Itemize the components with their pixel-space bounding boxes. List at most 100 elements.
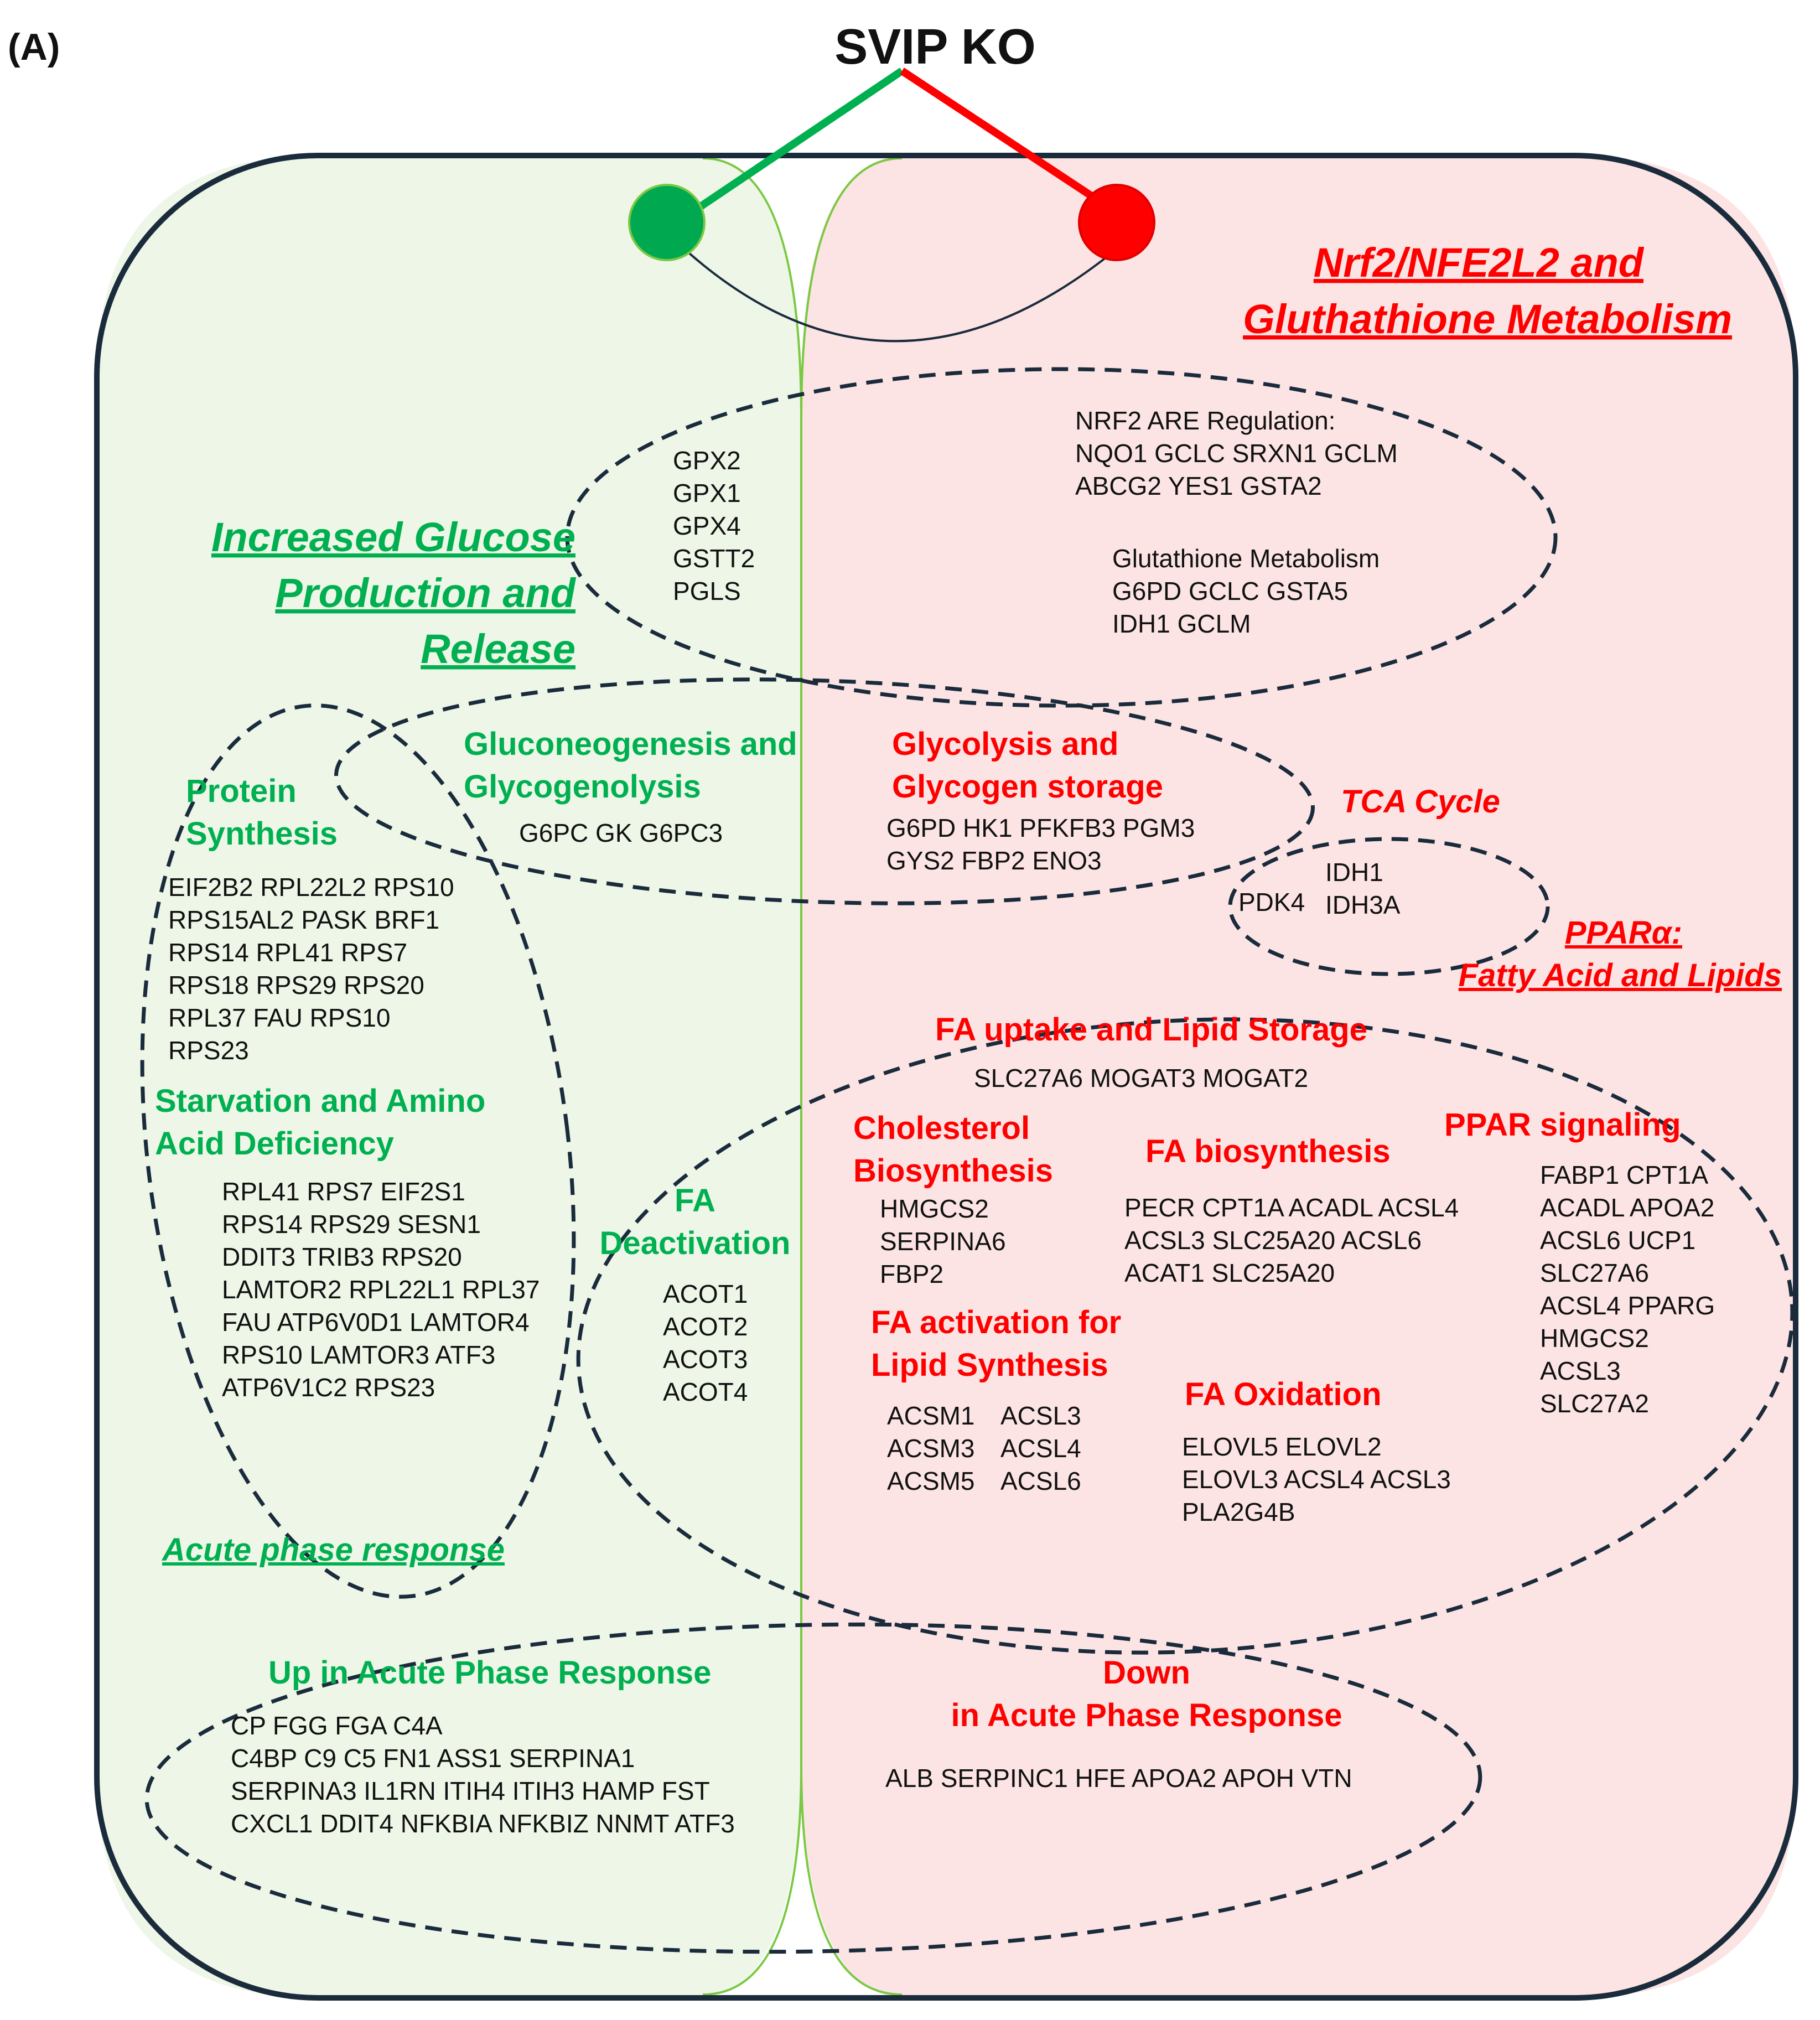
right-lens-line (800, 157, 903, 1996)
protein-genes-4: RPS18 RPS29 RPS20 (168, 971, 424, 999)
deact-title-2: Deactivation (600, 1225, 791, 1261)
ppara-header-line1: PPARα: (1565, 915, 1682, 951)
starv-title-1: Starvation and Amino (155, 1083, 485, 1119)
starv-genes-4: LAMTOR2 RPL22L1 RPL37 (222, 1275, 540, 1304)
protein-genes-3: RPS14 RPL41 RPS7 (168, 938, 407, 967)
starv-genes-3: DDIT3 TRIB3 RPS20 (222, 1242, 462, 1271)
tca-title: TCA Cycle (1341, 784, 1500, 820)
glucose-header-line2: Production and (275, 570, 576, 616)
starv-genes-7: ATP6V1C2 RPS23 (222, 1373, 435, 1402)
ppar-title: PPAR signaling (1444, 1107, 1681, 1143)
protein-ellipse (140, 703, 576, 1599)
fa-cluster: FA uptake and Lipid Storage SLC27A6 MOGA… (600, 1012, 1715, 1526)
up-acute-genes-3: SERPINA3 IL1RN ITIH4 ITIH3 HAMP FST (231, 1776, 710, 1805)
ppar-genes-5: ACSL4 PPARG (1540, 1291, 1715, 1320)
act-gene-acsm5: ACSM5 (887, 1467, 974, 1495)
down-acute-title-2: in Acute Phase Response (951, 1697, 1342, 1733)
ox-genes-1: ELOVL5 ELOVL2 (1182, 1432, 1382, 1461)
gene-acot3: ACOT3 (663, 1345, 748, 1374)
gly-title-1: Glycolysis and (892, 726, 1118, 762)
gly-title-2: Glycogen storage (892, 769, 1163, 805)
chol-title-2: Biosynthesis (853, 1153, 1053, 1189)
starv-title-2: Acid Deficiency (155, 1126, 394, 1162)
tca-ellipse (1228, 837, 1550, 976)
biosyn-genes-2: ACSL3 SLC25A20 ACSL6 (1124, 1226, 1422, 1255)
acute-ellipse (144, 1622, 1482, 1954)
overlap-gap-bottom (694, 1749, 908, 1998)
act-title-1: FA activation for (871, 1304, 1121, 1340)
up-acute-genes-1: CP FGG FGA C4A (231, 1711, 443, 1740)
uptake-title: FA uptake and Lipid Storage (935, 1012, 1367, 1048)
diagram-title: SVIP KO (834, 19, 1035, 75)
are-title: NRF2 ARE Regulation: (1075, 406, 1335, 435)
gene-pdk4: PDK4 (1238, 888, 1305, 916)
ppar-genes-1: FABP1 CPT1A (1540, 1161, 1709, 1189)
ppar-genes-2: ACADL APOA2 (1540, 1193, 1714, 1222)
protein-genes-6: RPS23 (168, 1036, 249, 1065)
act-gene-acsl3: ACSL3 (1000, 1401, 1081, 1430)
gene-pgls: PGLS (673, 577, 741, 605)
protein-genes-1: EIF2B2 RPL22L2 RPS10 (168, 873, 454, 902)
red-branch-line (900, 68, 1126, 220)
starv-genes-2: RPS14 RPS29 SESN1 (222, 1210, 481, 1239)
ppar-genes-8: SLC27A2 (1540, 1389, 1649, 1418)
starv-genes-6: RPS10 LAMTOR3 ATF3 (222, 1340, 495, 1369)
act-gene-acsm1: ACSM1 (887, 1401, 974, 1430)
gng-title-2: Glycogenolysis (464, 769, 701, 805)
gene-gpx4: GPX4 (673, 511, 741, 540)
gng-title-1: Gluconeogenesis and (464, 726, 797, 762)
gene-acot2: ACOT2 (663, 1312, 748, 1341)
biosyn-genes-3: ACAT1 SLC25A20 (1124, 1258, 1335, 1287)
nrf2-header: Nrf2/NFE2L2 and Gluthathione Metabolism (1243, 240, 1732, 342)
down-acute-title-1: Down (1103, 1655, 1190, 1691)
ppar-genes-4: SLC27A6 (1540, 1258, 1649, 1287)
glucose-header: Increased Glucose Production and Release (211, 514, 577, 672)
gene-gpx1: GPX1 (673, 479, 741, 507)
biosyn-title: FA biosynthesis (1145, 1133, 1391, 1169)
up-acute-genes-2: C4BP C9 C5 FN1 ASS1 SERPINA1 (231, 1744, 635, 1773)
gene-idh3a: IDH3A (1325, 890, 1401, 919)
act-title-2: Lipid Synthesis (871, 1347, 1108, 1383)
starv-genes-5: FAU ATP6V0D1 LAMTOR4 (222, 1308, 530, 1337)
gsh-genes-2: IDH1 GCLM (1112, 609, 1251, 638)
nrf2-header-line2: Gluthathione Metabolism (1243, 296, 1732, 342)
gly-genes-2: GYS2 FBP2 ENO3 (886, 846, 1102, 875)
up-acute-title: Up in Acute Phase Response (268, 1655, 711, 1691)
gng-genes: G6PC GK G6PC3 (519, 819, 723, 847)
ox-title: FA Oxidation (1185, 1376, 1382, 1412)
panel-label: (A) (8, 26, 60, 68)
acute-header: Acute phase response (161, 1532, 505, 1568)
ppara-header-line2: Fatty Acid and Lipids (1459, 957, 1782, 993)
ppara-header: PPARα: Fatty Acid and Lipids (1459, 915, 1782, 993)
ox-genes-3: PLA2G4B (1182, 1498, 1295, 1526)
red-down-circle (1078, 184, 1155, 261)
glucose-header-line3: Release (421, 626, 575, 672)
ppar-genes-7: ACSL3 (1540, 1356, 1621, 1385)
up-acute-genes-4: CXCL1 DDIT4 NFKBIA NFKBIZ NNMT ATF3 (231, 1809, 735, 1838)
gene-gstt2: GSTT2 (673, 544, 755, 573)
biosyn-genes-1: PECR CPT1A ACADL ACSL4 (1124, 1193, 1459, 1222)
feedback-arrow (668, 234, 1124, 343)
act-gene-acsl4: ACSL4 (1000, 1434, 1081, 1463)
green-up-circle (628, 184, 706, 261)
down-acute-genes: ALB SERPINC1 HFE APOA2 APOH VTN (885, 1764, 1352, 1793)
tca-cluster: TCA Cycle PDK4 IDH1 IDH3A (1238, 784, 1500, 919)
green-branch-line (683, 68, 904, 220)
gene-gpx2: GPX2 (673, 446, 741, 475)
act-gene-acsl6: ACSL6 (1000, 1467, 1081, 1495)
ppar-genes-6: HMGCS2 (1540, 1324, 1649, 1353)
gsh-genes-1: G6PD GCLC GSTA5 (1112, 577, 1348, 605)
gsh-title: Glutathione Metabolism (1112, 544, 1380, 573)
act-gene-acsm3: ACSM3 (887, 1434, 974, 1463)
nrf2-cluster: GPX2 GPX1 GPX4 GSTT2 PGLS NRF2 ARE Regul… (673, 406, 1398, 638)
fa-ellipse (576, 1017, 1795, 1655)
left-green-region (97, 156, 801, 1998)
are-genes-2: ABCG2 YES1 GSTA2 (1075, 472, 1322, 500)
gly-genes-1: G6PD HK1 PFKFB3 PGM3 (886, 814, 1195, 842)
starv-genes-1: RPL41 RPS7 EIF2S1 (222, 1177, 465, 1206)
ox-genes-2: ELOVL3 ACSL4 ACSL3 (1182, 1465, 1451, 1494)
uptake-genes: SLC27A6 MOGAT3 MOGAT2 (974, 1064, 1308, 1092)
protein-genes-2: RPS15AL2 PASK BRF1 (168, 905, 439, 934)
chol-title-1: Cholesterol (853, 1110, 1030, 1146)
chol-genes-3: FBP2 (880, 1260, 943, 1288)
